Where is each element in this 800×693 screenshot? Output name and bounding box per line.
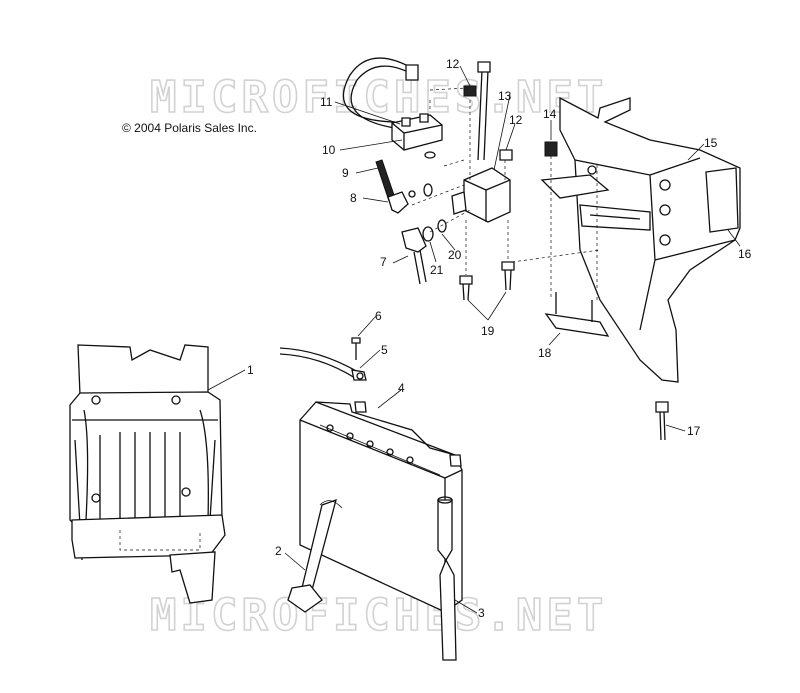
callout-12b: 12 xyxy=(509,113,523,127)
callout-5: 5 xyxy=(381,343,388,357)
callout-11: 11 xyxy=(320,95,333,109)
battery-tray xyxy=(69,344,226,604)
callout-8: 8 xyxy=(350,191,357,205)
callout-19: 19 xyxy=(481,324,495,338)
callout-21: 21 xyxy=(430,263,444,277)
solenoid-assembly xyxy=(342,57,515,301)
callout-6: 6 xyxy=(375,309,382,323)
callout-18: 18 xyxy=(538,346,552,360)
vent-hose xyxy=(437,496,457,661)
battery-cable xyxy=(279,337,367,381)
callout-12a: 12 xyxy=(446,57,460,71)
callout-4: 4 xyxy=(398,381,405,395)
leader-lines xyxy=(207,65,741,614)
watermark-top: MICROFICHES.NET xyxy=(150,72,607,123)
callout-13: 13 xyxy=(498,89,512,103)
watermark-bottom: MICROFICHES.NET xyxy=(150,590,607,641)
callout-2: 2 xyxy=(275,544,282,558)
callout-7: 7 xyxy=(380,255,387,269)
callout-20: 20 xyxy=(448,248,462,262)
callout-14: 14 xyxy=(543,107,557,121)
callout-labels: 1 2 3 4 5 6 7 8 9 10 11 12 12 13 14 15 1… xyxy=(247,57,752,620)
battery xyxy=(299,401,463,613)
callout-16: 16 xyxy=(738,247,752,261)
mounting-bracket xyxy=(511,96,741,441)
callout-9: 9 xyxy=(342,166,349,180)
callout-15: 15 xyxy=(704,136,718,150)
vent-tube xyxy=(287,498,343,613)
callout-10: 10 xyxy=(322,143,336,157)
callout-17: 17 xyxy=(687,424,701,438)
callout-1: 1 xyxy=(247,363,254,377)
callout-3: 3 xyxy=(478,606,485,620)
copyright-notice: © 2004 Polaris Sales Inc. xyxy=(122,121,257,135)
